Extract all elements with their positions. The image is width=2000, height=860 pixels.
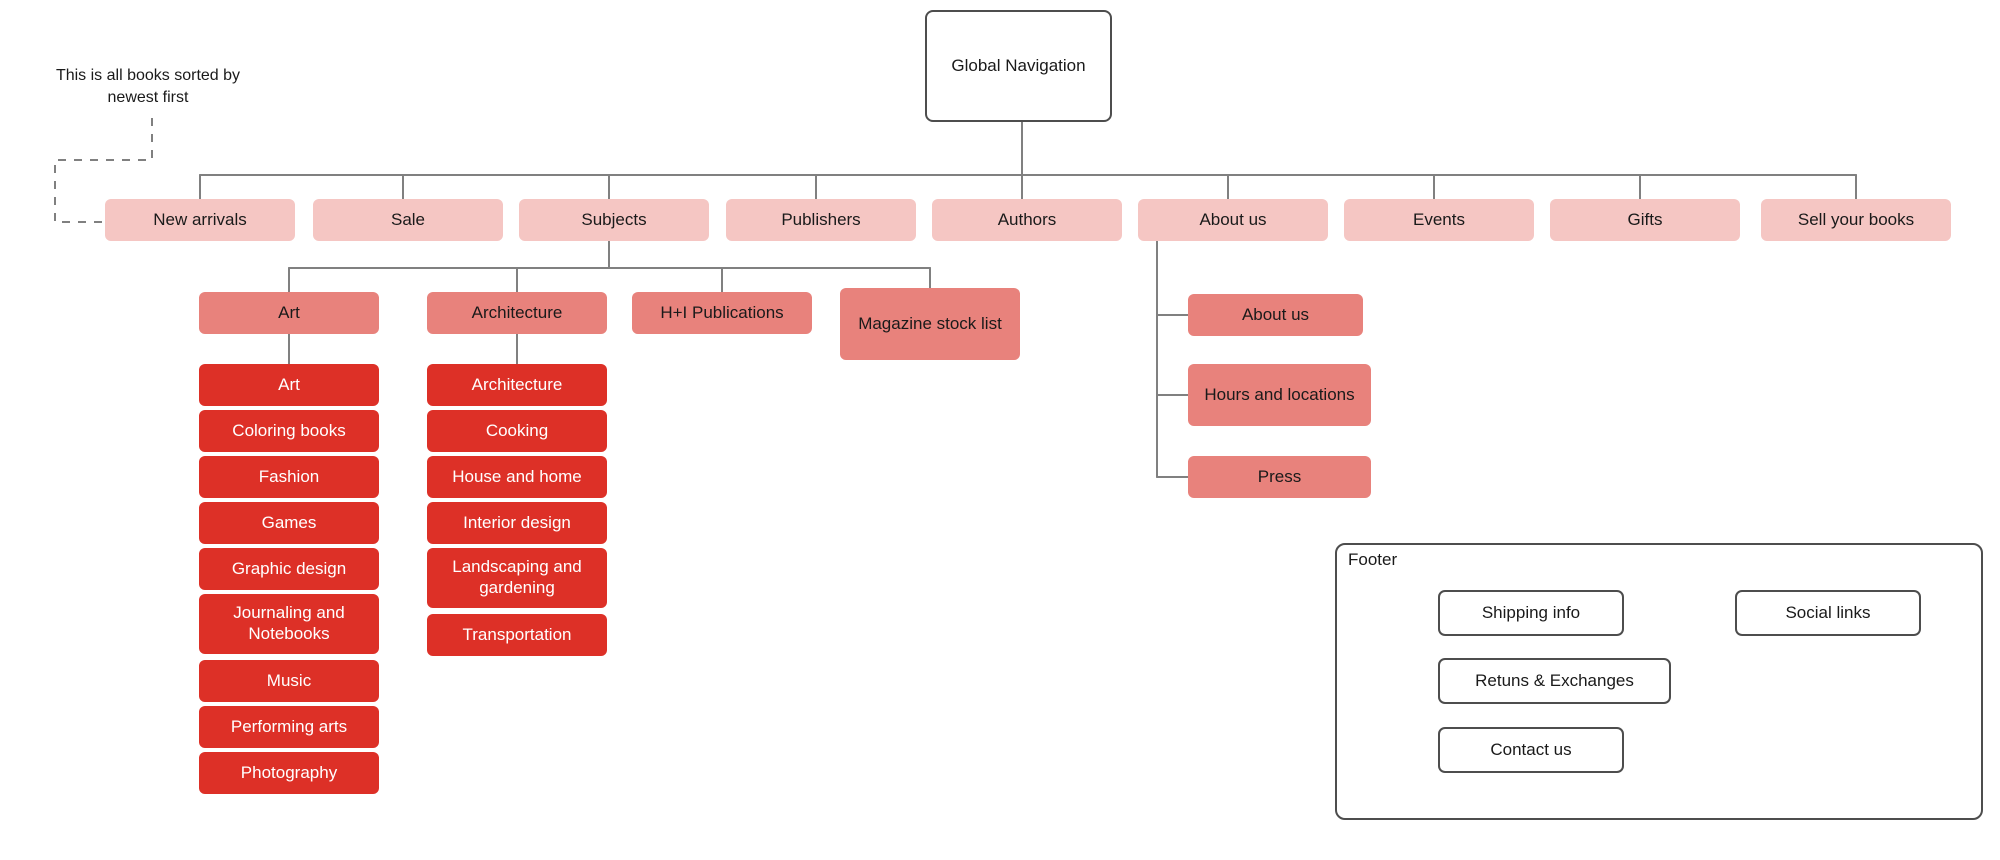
art-item-coloring-books[interactable]: Coloring books: [199, 410, 379, 452]
subjects-child-art[interactable]: Art: [199, 292, 379, 334]
node-label: Publishers: [781, 209, 861, 229]
node-label: Global Navigation: [951, 55, 1086, 75]
nav-item-authors[interactable]: Authors: [932, 199, 1122, 241]
about-us-item-press[interactable]: Press: [1188, 456, 1371, 498]
art-item-games[interactable]: Games: [199, 502, 379, 544]
art-item-graphic-design[interactable]: Graphic design: [199, 548, 379, 590]
node-label: Architecture: [471, 302, 563, 322]
node-label: Landscaping and gardening: [452, 557, 582, 597]
node-label: Coloring books: [232, 420, 346, 440]
node-label: Performing arts: [230, 716, 348, 736]
node-global-navigation[interactable]: Global Navigation: [925, 10, 1112, 122]
node-label: Hours and locations: [1204, 384, 1355, 404]
node-label: Gifts: [1627, 209, 1663, 229]
architecture-item-transportation[interactable]: Transportation: [427, 614, 607, 656]
subjects-child-hi-publications[interactable]: H+I Publications: [632, 292, 812, 334]
node-label: Transportation: [462, 624, 572, 644]
node-label: Press: [1257, 466, 1302, 486]
architecture-item-cooking[interactable]: Cooking: [427, 410, 607, 452]
nav-item-gifts[interactable]: Gifts: [1550, 199, 1740, 241]
node-label: New arrivals: [153, 209, 247, 229]
nav-item-new-arrivals[interactable]: New arrivals: [105, 199, 295, 241]
node-label: Social links: [1785, 602, 1871, 622]
art-item-music[interactable]: Music: [199, 660, 379, 702]
node-label: Music: [266, 670, 312, 690]
node-label: H+I Publications: [660, 302, 784, 322]
node-label: Photography: [240, 762, 338, 782]
nav-item-sell-your-books[interactable]: Sell your books: [1761, 199, 1951, 241]
subjects-child-magazine-stock-list[interactable]: Magazine stock list: [840, 288, 1020, 360]
nav-item-about-us[interactable]: About us: [1138, 199, 1328, 241]
architecture-item-architecture[interactable]: Architecture: [427, 364, 607, 406]
art-item-art[interactable]: Art: [199, 364, 379, 406]
node-label: Art: [278, 374, 300, 394]
architecture-item-house-and-home[interactable]: House and home: [427, 456, 607, 498]
node-label: Shipping info: [1481, 602, 1581, 622]
node-label: Art: [278, 302, 300, 322]
node-label: Cooking: [485, 420, 549, 440]
node-label: Magazine stock list: [858, 313, 1002, 333]
annotation-new-arrivals-note: This is all books sorted by newest first: [55, 67, 241, 106]
about-us-item-hours-and-locations[interactable]: Hours and locations: [1188, 364, 1371, 426]
node-label: Retuns & Exchanges: [1475, 670, 1634, 690]
node-label: Authors: [997, 209, 1057, 229]
node-label: House and home: [452, 466, 582, 486]
nav-item-events[interactable]: Events: [1344, 199, 1534, 241]
node-label: Games: [261, 512, 317, 532]
node-label: Journaling and Notebooks: [233, 603, 345, 643]
architecture-item-landscaping-and-gardening[interactable]: Landscaping and gardening: [427, 548, 607, 608]
about-us-item-about-us[interactable]: About us: [1188, 294, 1363, 336]
art-item-journaling-and-notebooks[interactable]: Journaling and Notebooks: [199, 594, 379, 654]
node-label: About us: [1241, 304, 1310, 324]
footer-item-returns-and-exchanges[interactable]: Retuns & Exchanges: [1438, 658, 1671, 704]
footer-item-social-links[interactable]: Social links: [1735, 590, 1921, 636]
node-label: Subjects: [581, 209, 647, 229]
subjects-child-architecture[interactable]: Architecture: [427, 292, 607, 334]
node-label: Architecture: [471, 374, 563, 394]
nav-item-publishers[interactable]: Publishers: [726, 199, 916, 241]
node-label: Fashion: [258, 466, 320, 486]
node-label: Events: [1413, 209, 1465, 229]
node-label: About us: [1199, 209, 1267, 229]
art-item-performing-arts[interactable]: Performing arts: [199, 706, 379, 748]
nav-item-subjects[interactable]: Subjects: [519, 199, 709, 241]
node-label: Graphic design: [231, 558, 347, 578]
nav-item-sale[interactable]: Sale: [313, 199, 503, 241]
footer-item-contact-us[interactable]: Contact us: [1438, 727, 1624, 773]
footer-group-title: Footer: [1348, 550, 1398, 569]
node-label: Sell your books: [1797, 209, 1915, 229]
footer-item-shipping-info[interactable]: Shipping info: [1438, 590, 1624, 636]
art-item-fashion[interactable]: Fashion: [199, 456, 379, 498]
node-label: Contact us: [1490, 739, 1572, 759]
node-label: Sale: [390, 209, 426, 229]
node-label: Interior design: [463, 512, 571, 532]
architecture-item-interior-design[interactable]: Interior design: [427, 502, 607, 544]
art-item-photography[interactable]: Photography: [199, 752, 379, 794]
